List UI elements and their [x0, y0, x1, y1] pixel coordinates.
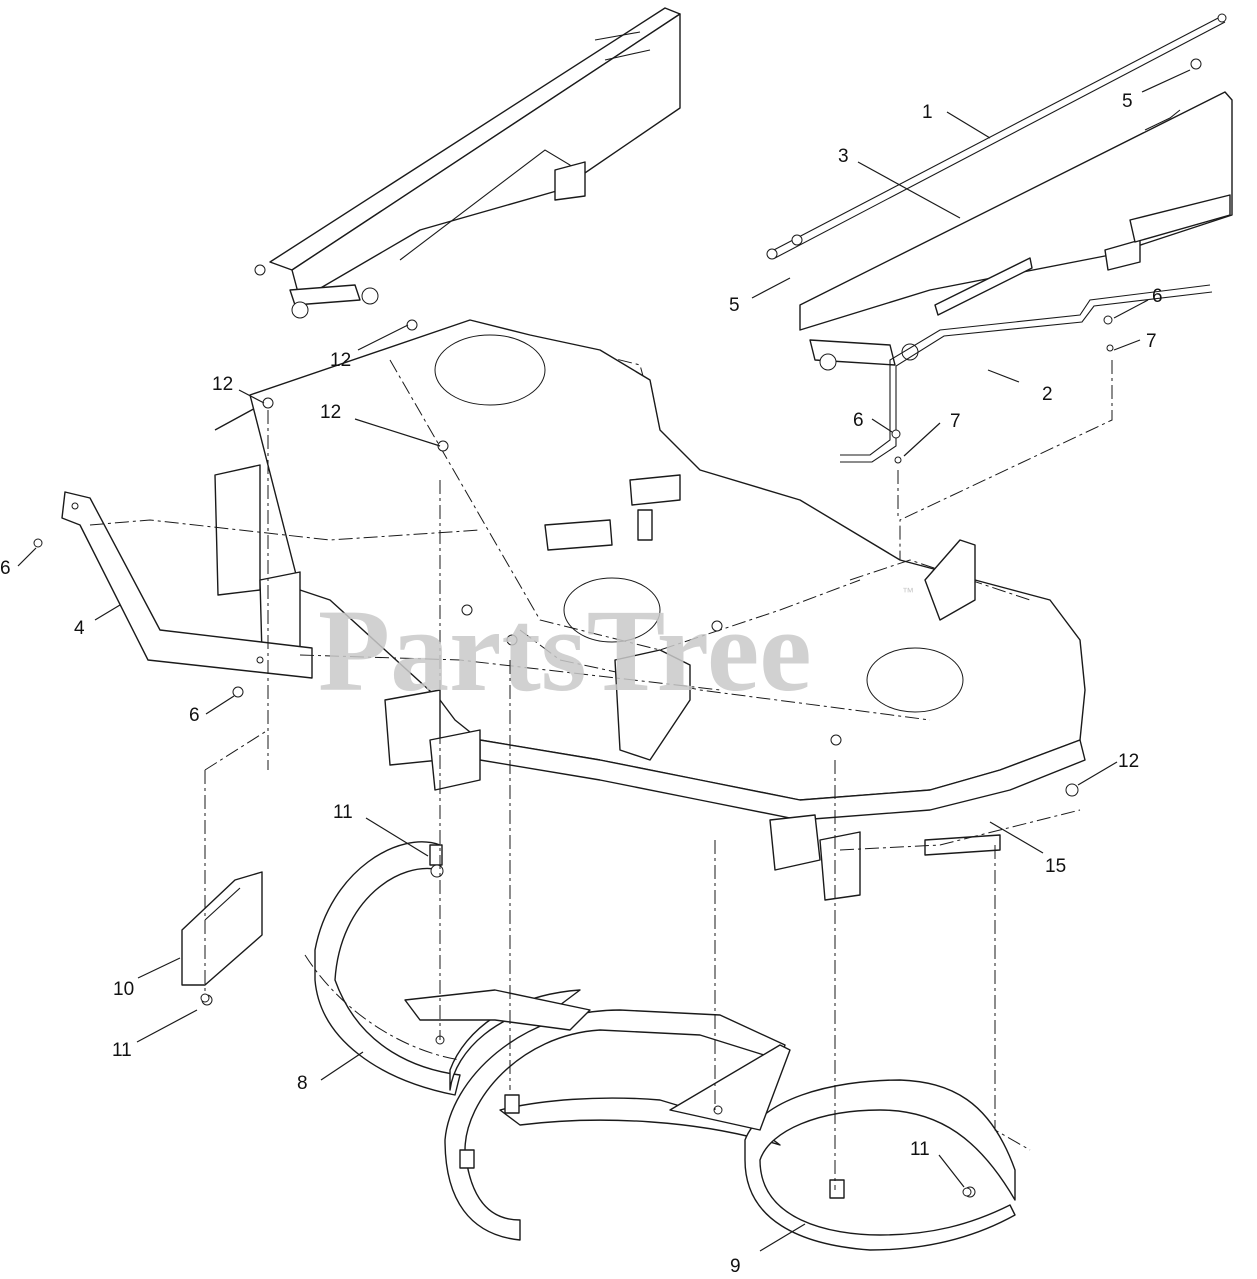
baffle-bar [61, 491, 721, 691]
callout-10: 10 [113, 979, 134, 1000]
fasteners [33, 58, 1202, 1197]
callouts: 1 2 3 4 5 5 6 6 6 6 7 7 8 9 10 11 11 11 … [0, 91, 1163, 1277]
watermark: PartsTree ™ [318, 585, 914, 716]
deflector [181, 729, 269, 1000]
alignment-lines [267, 360, 1113, 1190]
leader-lines [17, 69, 1191, 1252]
left-upper-baffle-assembly [254, 7, 681, 319]
callout-6-bar: 6 [189, 705, 200, 726]
callout-8: 8 [297, 1073, 308, 1094]
callout-11-top: 11 [333, 802, 353, 823]
deck-shell [214, 319, 1086, 901]
callout-5-left: 5 [729, 295, 740, 316]
callout-3: 3 [838, 146, 849, 167]
watermark-trademark: ™ [902, 585, 914, 599]
callout-12-right: 12 [1118, 751, 1139, 772]
callout-11-left: 11 [112, 1040, 132, 1061]
callout-4: 4 [74, 618, 85, 639]
callout-6-mid: 6 [853, 410, 864, 431]
callout-12-top: 12 [330, 350, 351, 371]
callout-9: 9 [730, 1256, 741, 1277]
callout-11-right: 11 [910, 1139, 930, 1160]
lower-baffles [201, 841, 1016, 1251]
right-upper-baffle-assembly [766, 13, 1233, 463]
callout-7-right: 7 [1146, 331, 1157, 352]
callout-12-mid: 12 [320, 402, 341, 423]
callout-1: 1 [922, 102, 933, 123]
callout-6-far-left: 6 [0, 558, 11, 579]
callout-15: 15 [1045, 856, 1066, 877]
callout-6-right: 6 [1152, 286, 1163, 307]
callout-12-left: 12 [212, 374, 233, 395]
callout-7-mid: 7 [950, 411, 961, 432]
callout-2: 2 [1042, 384, 1053, 405]
callout-5-top: 5 [1122, 91, 1133, 112]
watermark-text: PartsTree [318, 585, 812, 716]
